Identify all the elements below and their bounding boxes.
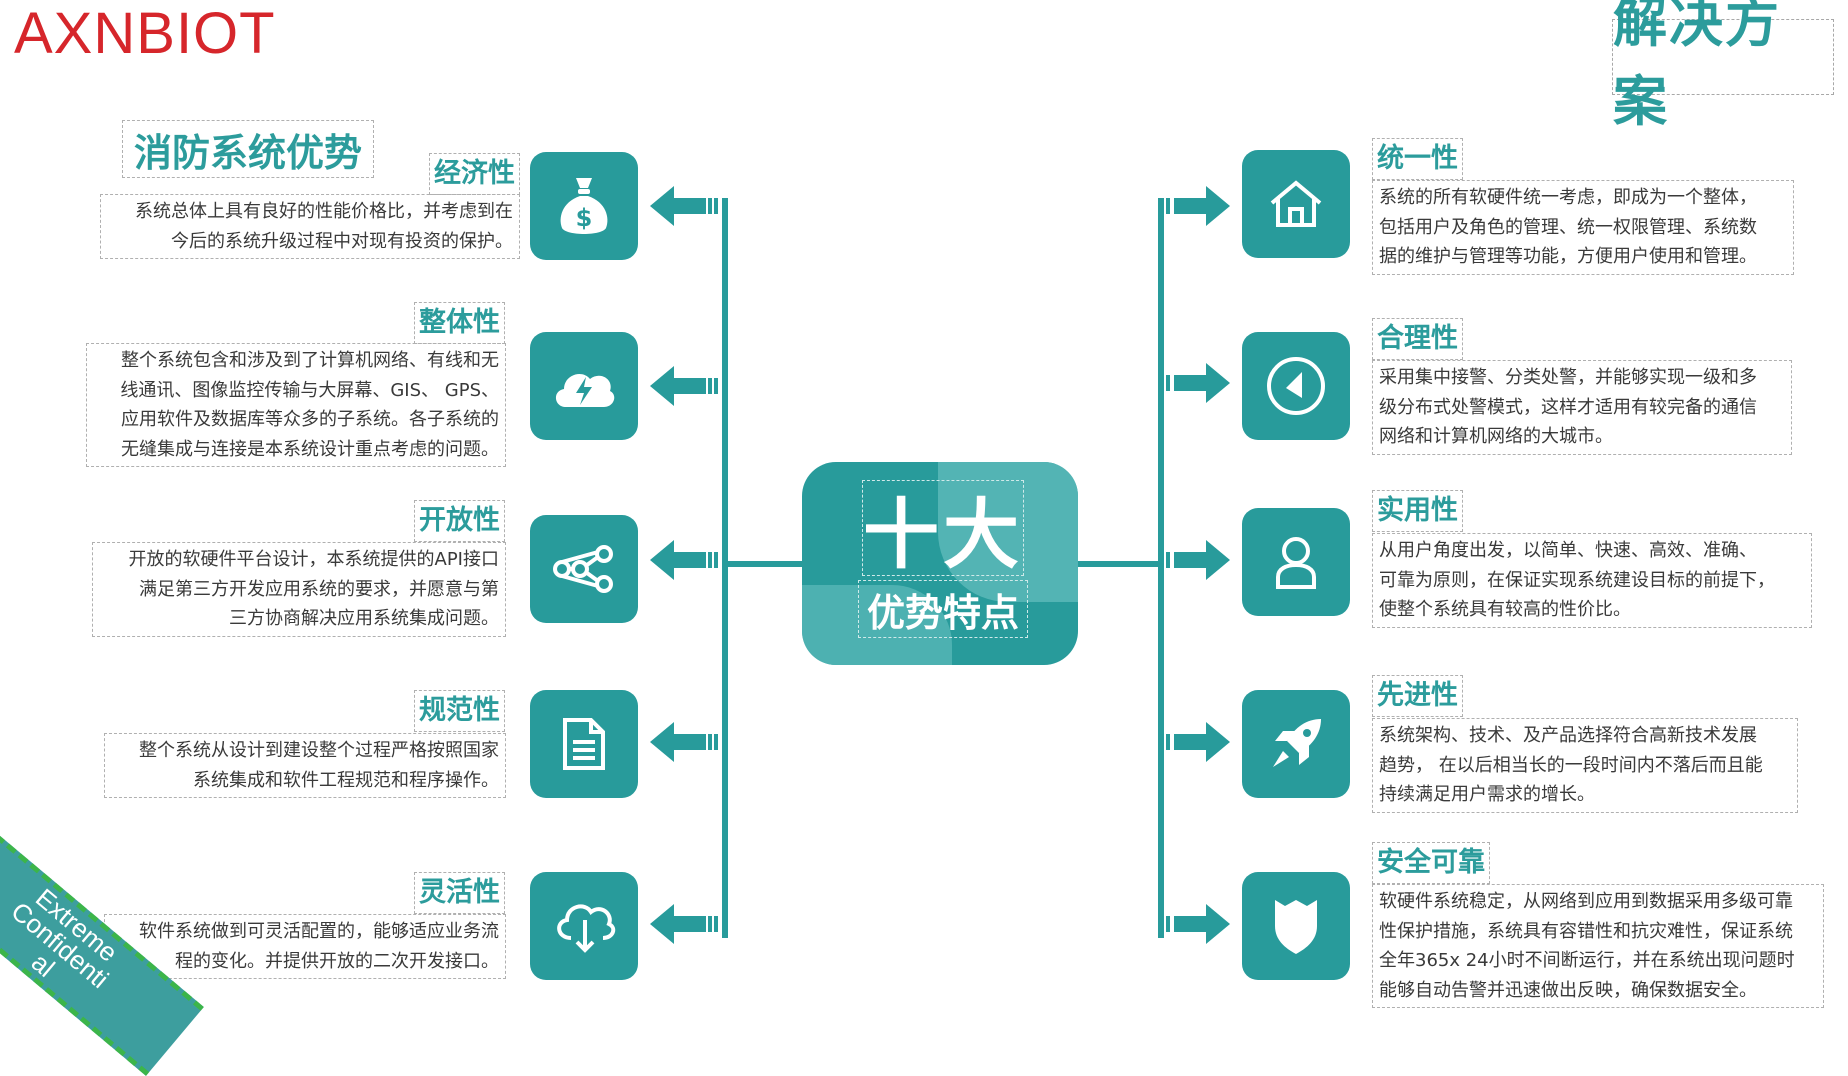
feature-icon-box-standard (530, 690, 638, 798)
feature-desc-integrity: 整个系统包含和涉及到了计算机网络、有线和无线通讯、图像监控传输与大屏幕、GIS、… (86, 343, 506, 467)
feature-icon-box-economy: $ (530, 152, 638, 260)
feature-desc-unity: 系统的所有软硬件统一考虑，即成为一个整体，包括用户及角色的管理、统一权限管理、系… (1372, 180, 1794, 275)
feature-desc-security: 软硬件系统稳定，从网络到应用到数据采用多级可靠性保护措施，系统具有容错性和抗灾难… (1372, 884, 1824, 1008)
left-connector-center (725, 561, 805, 567)
user-icon (1276, 537, 1316, 589)
feature-desc-rationality: 采用集中接警、分类处警，并能够实现一级和多级分布式处警模式，这样才适用有较完备的… (1372, 360, 1792, 455)
arrow-right-3 (1160, 540, 1232, 580)
feature-desc-practicality: 从用户角度出发，以简单、快速、高效、准确、可靠为原则，在保证实现系统建设目标的前… (1372, 533, 1812, 628)
arrow-left-3 (650, 540, 722, 580)
arrow-right-4 (1160, 722, 1232, 762)
document-icon (563, 718, 605, 770)
right-connector-center (1076, 561, 1161, 567)
feature-title-practicality: 实用性 (1372, 490, 1463, 532)
arrow-left-5 (650, 904, 722, 944)
feature-icon-box-unity (1242, 150, 1350, 258)
feature-title-integrity: 整体性 (414, 302, 505, 344)
feature-title-rationality: 合理性 (1372, 318, 1463, 360)
feature-title-unity: 统一性 (1372, 138, 1463, 180)
arrow-left-1 (650, 186, 722, 226)
left-section-title: 消防系统优势 (122, 120, 374, 178)
center-title-main: 十大 (862, 480, 1024, 579)
feature-icon-box-practicality (1242, 508, 1350, 616)
feature-desc-standard: 整个系统从设计到建设整个过程严格按照国家系统集成和软件工程规范和程序操作。 (104, 733, 506, 798)
feature-desc-economy: 系统总体上具有良好的性能价格比，并考虑到在今后的系统升级过程中对现有投资的保护。 (100, 194, 520, 259)
solution-title: 解决方案 (1612, 0, 1834, 133)
arrow-right-1 (1160, 186, 1232, 226)
left-connector-trunk (722, 198, 728, 938)
arrow-left-4 (650, 722, 722, 762)
feature-title-advanced: 先进性 (1372, 675, 1463, 717)
shield-icon (1275, 900, 1317, 954)
feature-icon-box-rationality (1242, 332, 1350, 440)
center-panel (802, 462, 1078, 665)
feature-title-security: 安全可靠 (1372, 842, 1490, 884)
svg-text:$: $ (576, 204, 593, 232)
cloud-lightning-icon (555, 374, 615, 407)
compass-icon (1267, 357, 1325, 415)
cloud-download-icon (557, 904, 616, 953)
feature-title-flexibility: 灵活性 (414, 872, 505, 914)
feature-desc-openness: 开放的软硬件平台设计，本系统提供的API接口满足第三方开发应用系统的要求，并愿意… (92, 542, 506, 637)
center-title-sub: 优势特点 (858, 580, 1028, 638)
feature-icon-box-integrity (530, 332, 638, 440)
home-icon (1270, 180, 1322, 227)
arrow-right-5 (1160, 904, 1232, 944)
feature-icon-box-security (1242, 872, 1350, 980)
money-bag-icon: $ (560, 178, 608, 234)
brand-logo: AXNBIOT (14, 1, 276, 66)
feature-icon-box-advanced (1242, 690, 1350, 798)
arrow-left-2 (650, 366, 722, 406)
feature-title-openness: 开放性 (414, 500, 505, 542)
feature-desc-advanced: 系统架构、技术、及产品选择符合高新技术发展趋势， 在以后相当长的一段时间内不落后… (1372, 718, 1798, 813)
rocket-icon (1273, 719, 1321, 767)
feature-icon-box-flexibility (530, 872, 638, 980)
feature-icon-box-openness (530, 515, 638, 623)
feature-desc-flexibility: 软件系统做到可灵活配置的，能够适应业务流程的变化。并提供开放的二次开发接口。 (104, 914, 506, 979)
feature-title-economy: 经济性 (429, 153, 520, 195)
network-nodes-icon (553, 545, 613, 593)
feature-title-standard: 规范性 (414, 690, 505, 732)
arrow-right-2 (1160, 363, 1232, 403)
